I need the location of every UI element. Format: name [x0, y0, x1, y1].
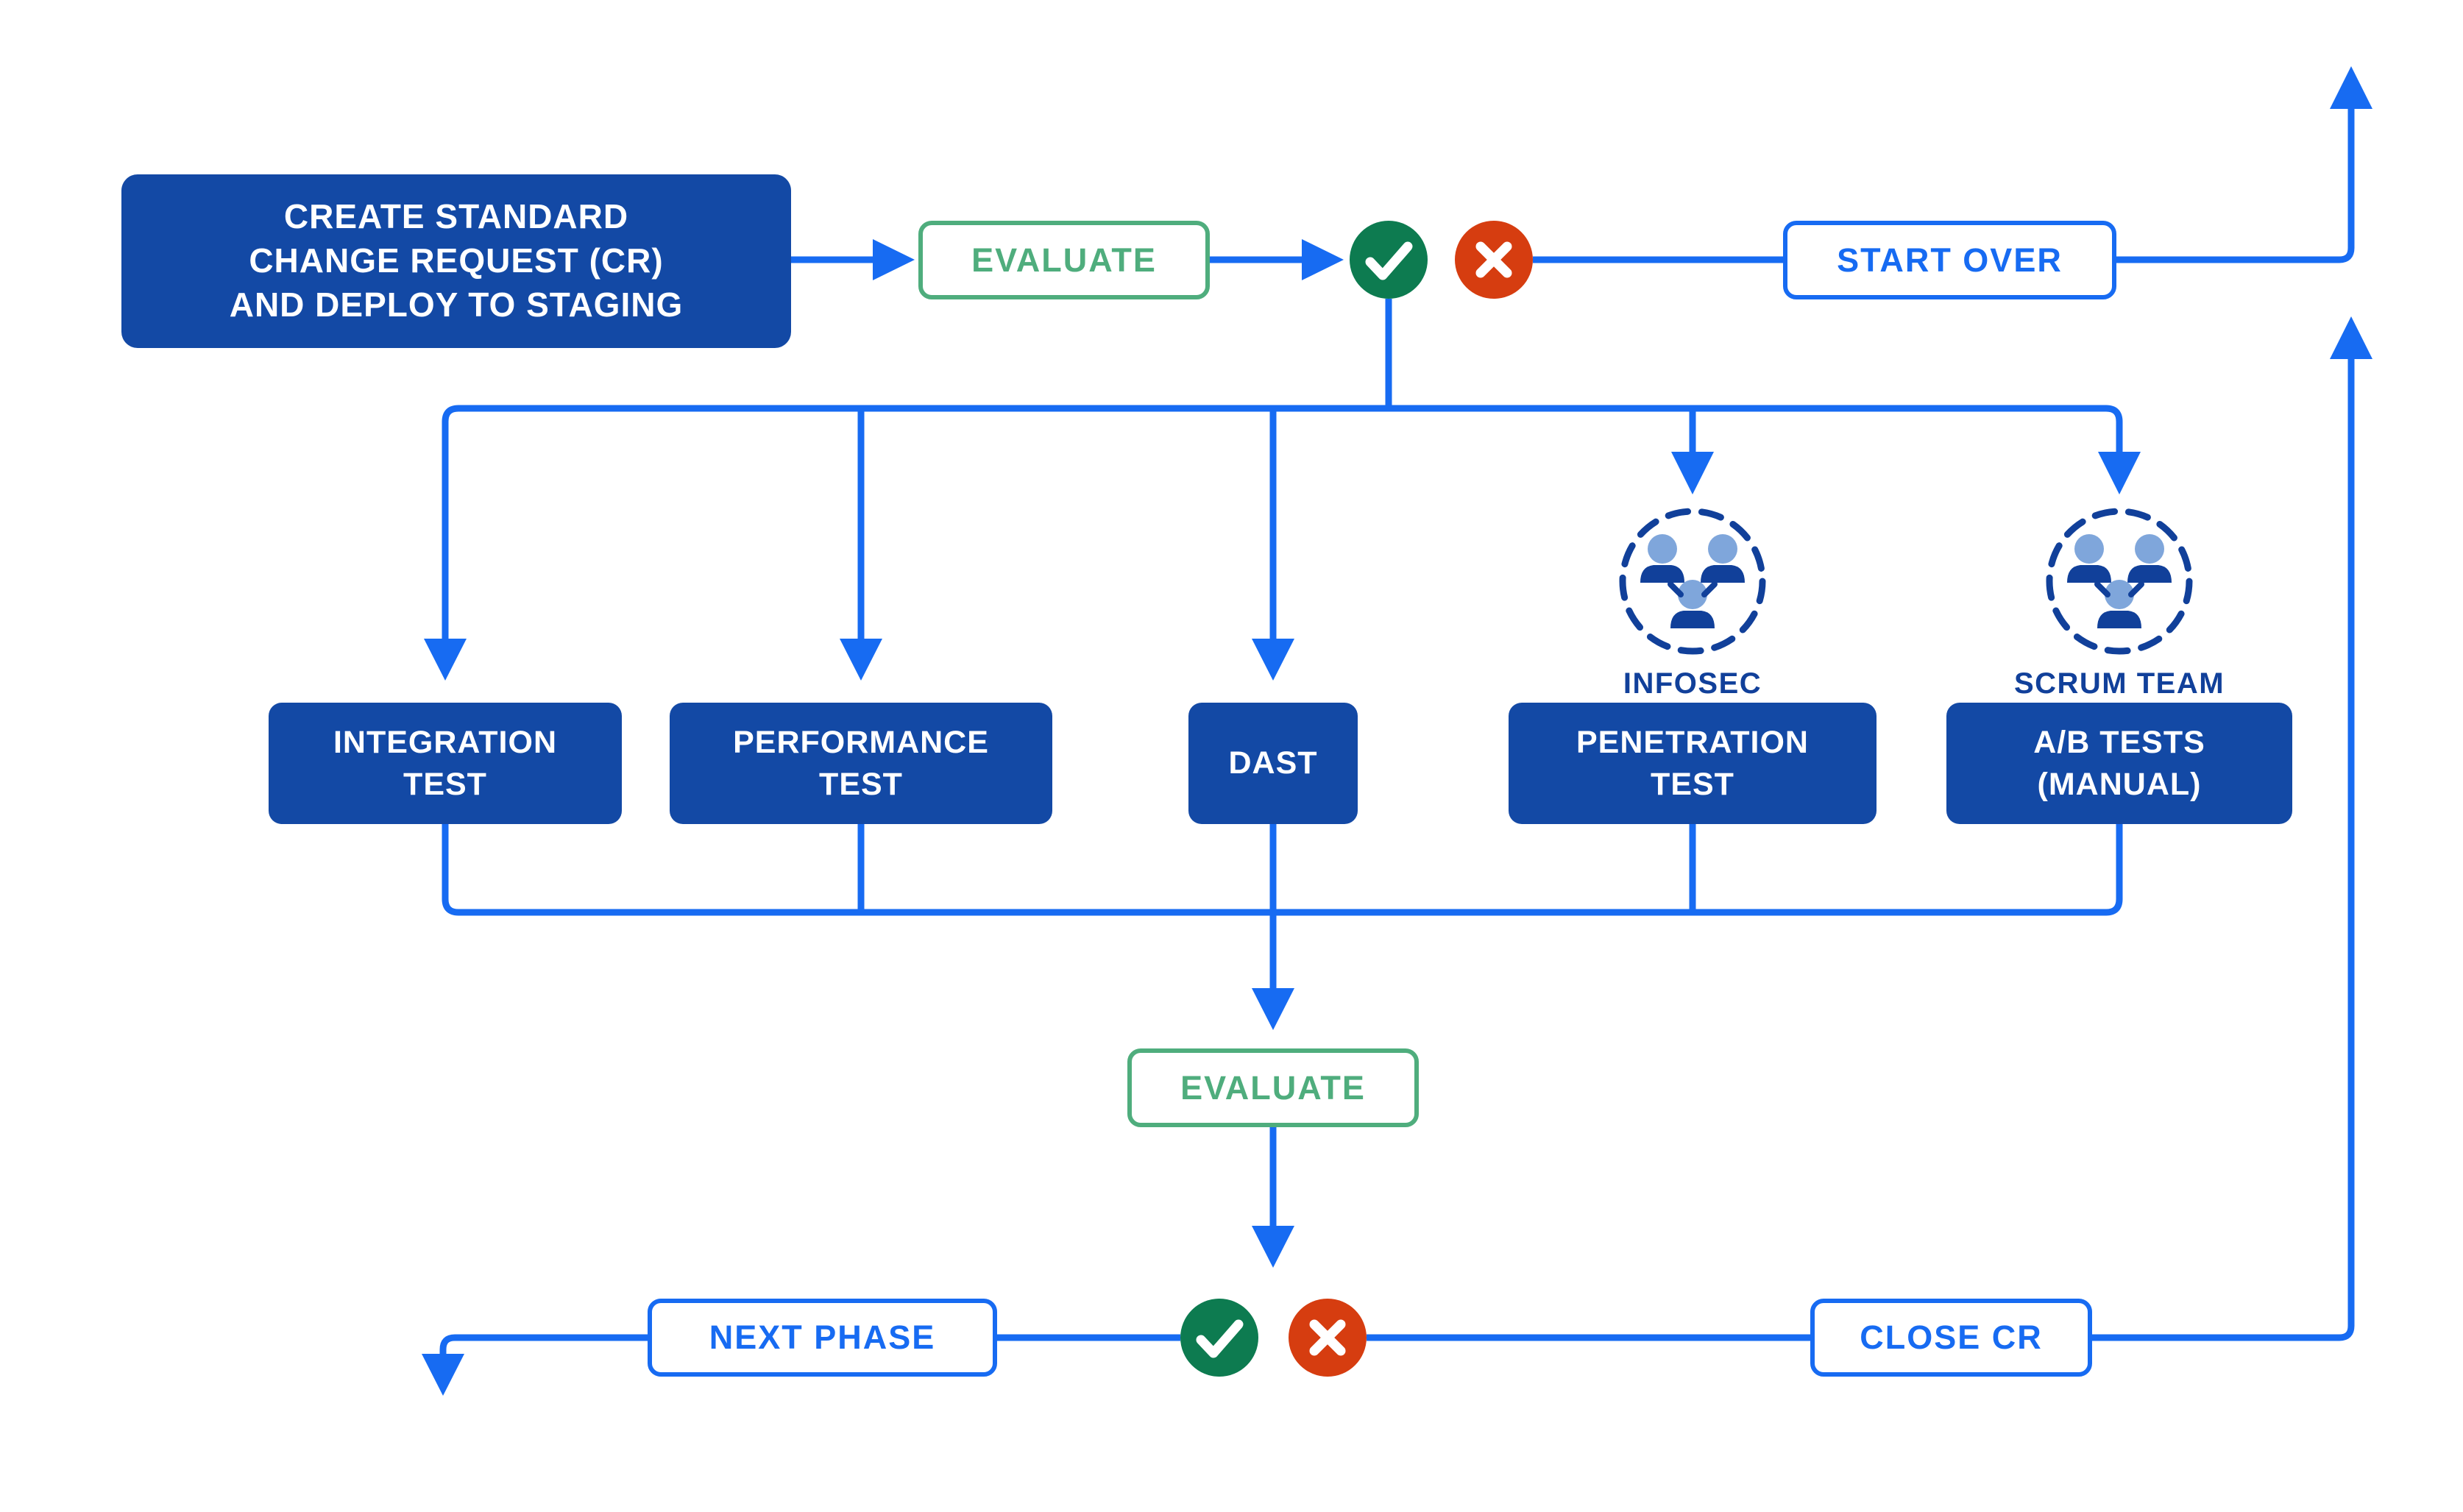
line-startover-loop-up — [2116, 109, 2355, 263]
node-evaluate-top: EVALUATE — [918, 221, 1210, 299]
arrowhead-up-icon — [2330, 66, 2372, 109]
arrowhead-right-icon — [1302, 239, 1344, 280]
node-create-change-request: CREATE STANDARD CHANGE REQUEST (CR) AND … — [121, 174, 791, 348]
outcome-top — [1350, 221, 1533, 299]
check-icon — [1180, 1299, 1258, 1377]
dashed-circle — [1619, 508, 1766, 655]
person-glyph — [2097, 580, 2141, 628]
arrowhead-up-icon — [2330, 316, 2372, 359]
dashed-circle — [2046, 508, 2193, 655]
arrowhead-down-icon — [840, 639, 882, 681]
arrowhead-down-icon — [1252, 988, 1294, 1030]
node-performance-test: PERFORMANCE TEST — [670, 703, 1052, 824]
arrowhead-down-icon — [422, 1354, 464, 1396]
check-glyph — [1196, 1319, 1244, 1358]
arrowhead-down-icon — [1671, 452, 1714, 494]
node-close-cr: CLOSE CR — [1810, 1299, 2092, 1377]
connector-lines — [439, 109, 2355, 1354]
node-dast: DAST — [1188, 703, 1358, 824]
arrowhead-right-icon — [873, 239, 915, 280]
arrowhead-down-icon — [2098, 452, 2141, 494]
outcome-bottom — [1180, 1299, 1367, 1377]
person-glyph — [2127, 534, 2172, 583]
person-glyph — [1640, 534, 1684, 583]
node-evaluate-bottom: EVALUATE — [1127, 1048, 1419, 1127]
node-start-over: START OVER — [1783, 221, 2116, 299]
check-icon — [1350, 221, 1428, 299]
link-lines — [2094, 581, 2144, 597]
branch-line-top — [442, 405, 2123, 639]
line-pass-to-nextphase — [439, 1334, 1180, 1354]
arrowhead-down-icon — [424, 639, 467, 681]
node-penetration-test: PENETRATION TEST — [1509, 703, 1877, 824]
x-glyph — [1475, 241, 1512, 278]
node-integration-test: INTEGRATION TEST — [269, 703, 622, 824]
arrowhead-down-icon — [1252, 1226, 1294, 1268]
person-glyph — [1670, 580, 1715, 628]
line-fail-to-closecr-loop — [1367, 359, 2355, 1341]
node-ab-tests: A/B TESTS (MANUAL) — [1946, 703, 2292, 824]
team-people-icon — [2046, 508, 2193, 655]
x-glyph — [1309, 1319, 1346, 1356]
person-glyph — [2067, 534, 2111, 583]
check-glyph — [1365, 241, 1413, 280]
person-glyph — [1701, 534, 1745, 583]
team-label-scrum: SCRUM TEAM — [2013, 667, 2225, 700]
arrowhead-down-icon — [1252, 639, 1294, 681]
node-next-phase: NEXT PHASE — [648, 1299, 997, 1377]
team-label-infosec: INFOSEC — [1623, 667, 1762, 700]
merge-line-bottom — [442, 824, 2123, 916]
team-people-icon — [1619, 508, 1766, 655]
link-lines — [1668, 581, 1718, 597]
arrowheads — [422, 66, 2372, 1396]
